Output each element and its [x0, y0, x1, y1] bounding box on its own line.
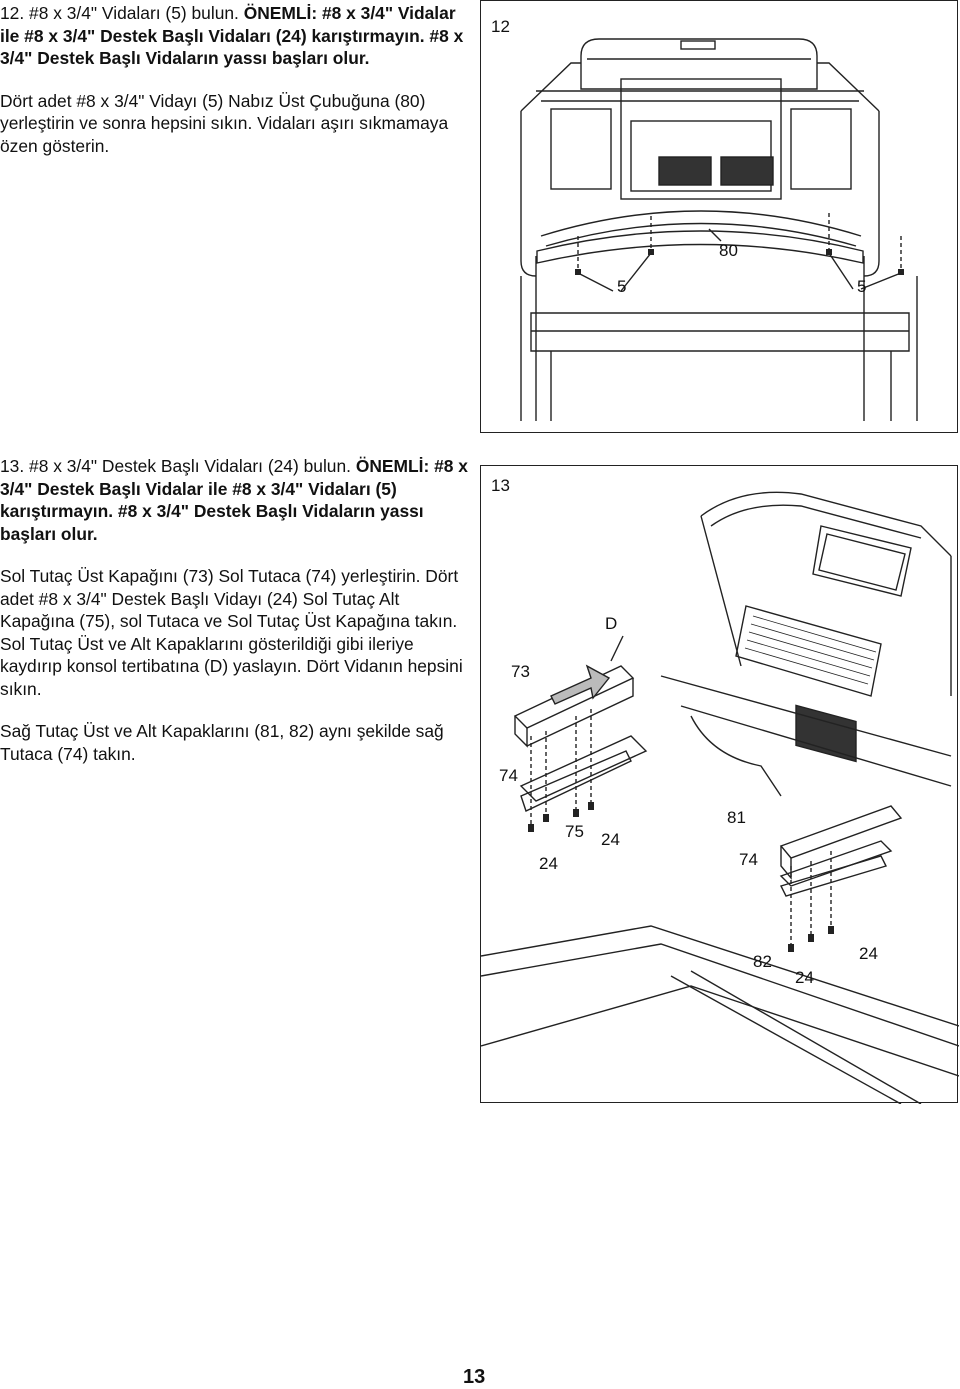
figure-number: 13	[491, 476, 510, 495]
callout-81: 81	[727, 808, 746, 827]
step-12: 12. #8 x 3/4" Vidaları (5) bulun. ÖNEMLİ…	[0, 2, 470, 177]
callout-75: 75	[565, 822, 584, 841]
callout-24-c: 24	[795, 968, 814, 987]
callout-D: D	[605, 614, 618, 633]
callout-82: 82	[753, 952, 772, 971]
callout-5-left: 5	[617, 277, 627, 296]
step-number: 13.	[0, 456, 25, 476]
step-instructions-2: Sağ Tutaç Üst ve Alt Kapaklarını (81, 82…	[0, 721, 444, 764]
figure-number: 12	[491, 17, 510, 36]
important-note: ÖNEMLİ: #8 x 3/4" Destek Başlı Vidalar i…	[0, 456, 468, 544]
callout-73: 73	[511, 662, 530, 681]
step-intro: #8 x 3/4" Destek Başlı Vidaları (24) bul…	[29, 456, 351, 476]
step-instructions: Dört adet #8 x 3/4" Vidayı (5) Nabız Üst…	[0, 90, 449, 156]
figure-12: 12	[480, 0, 958, 433]
handrail-diagram	[481, 491, 959, 1104]
callout-74-right: 74	[739, 850, 758, 869]
callout-74-left: 74	[499, 766, 518, 785]
important-note: ÖNEMLİ: #8 x 3/4" Vidalar ile #8 x 3/4" …	[0, 3, 464, 68]
step-intro: #8 x 3/4" Vidaları (5) bulun.	[29, 3, 239, 23]
callout-24-a: 24	[601, 830, 620, 849]
figure-13: 13	[480, 465, 959, 1104]
step-12-intro: 12. #8 x 3/4" Vidaları (5) bulun. ÖNEMLİ…	[0, 2, 470, 70]
step-number: 12.	[0, 3, 25, 23]
step-13: 13. #8 x 3/4" Destek Başlı Vidaları (24)…	[0, 455, 470, 785]
console-diagram	[520, 38, 918, 421]
page-number: 13	[463, 1366, 486, 1388]
step-13-intro: 13. #8 x 3/4" Destek Başlı Vidaları (24)…	[0, 455, 470, 545]
step-instructions-1: Sol Tutaç Üst Kapağını (73) Sol Tutaca (…	[0, 566, 463, 699]
callout-80: 80	[719, 241, 738, 260]
callout-24-d: 24	[859, 944, 878, 963]
callout-5-right: 5	[857, 277, 867, 296]
callout-24-b: 24	[539, 854, 558, 873]
